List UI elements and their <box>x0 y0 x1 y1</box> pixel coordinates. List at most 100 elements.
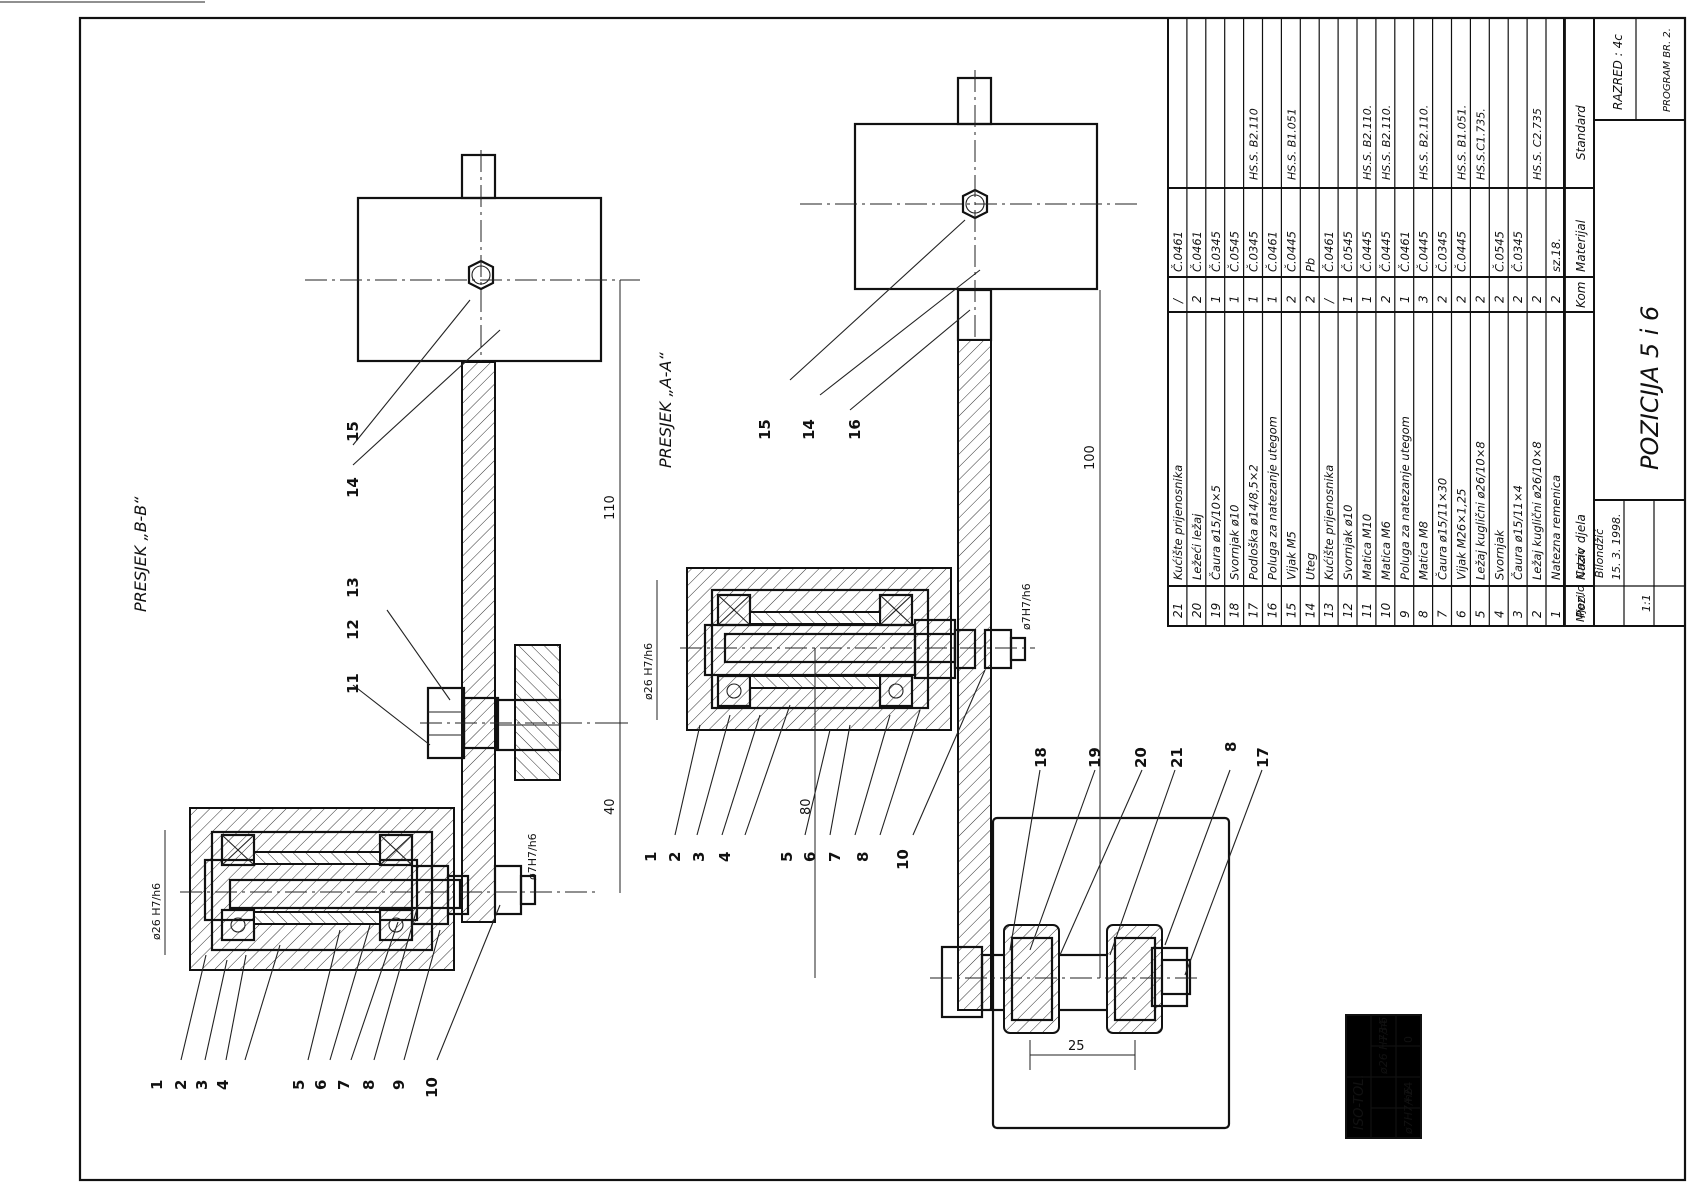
balloon-aa-2: 2 <box>666 852 684 862</box>
section-aa-view: PRESJEK „A-A“ <box>642 70 1272 1130</box>
part-qty: 2 <box>1511 295 1525 303</box>
part-standard: HS.S. B2.110. <box>1380 105 1393 180</box>
balloon-aa-21: 21 <box>1168 747 1186 768</box>
part-material: Č.0461 <box>1170 231 1185 272</box>
part-name: Kućište prijenosnika <box>1171 465 1185 580</box>
part-name: Natezna remenica <box>1549 475 1563 580</box>
balloon-bb-13: 13 <box>344 577 362 598</box>
part-standard: HS.S. B2.110 <box>1248 108 1261 180</box>
part-standard: HS.S.C1.735. <box>1474 108 1487 180</box>
balloon-aa-10: 10 <box>894 849 912 870</box>
section-bb-view: PRESJEK „B-B“ <box>131 150 640 1098</box>
dim-fit7-bb: ø7H7/h6 <box>526 833 539 880</box>
balloon-aa-20: 20 <box>1132 747 1150 768</box>
part-qty: 2 <box>1190 295 1204 303</box>
part-qty: 1 <box>1398 295 1412 303</box>
part-qty: 1 <box>1266 295 1280 303</box>
header-poz: Poz. <box>1574 593 1588 618</box>
part-qty: 2 <box>1455 295 1469 303</box>
part-qty: 2 <box>1492 295 1506 303</box>
part-qty: 2 <box>1284 295 1298 303</box>
part-standard: HS.S. C2.735 <box>1531 108 1544 180</box>
balloon-aa-1: 1 <box>642 852 660 862</box>
mjerilo-value: 1:1 <box>1640 594 1653 612</box>
balloon-aa-18: 18 <box>1032 747 1050 768</box>
part-material: Č.0545 <box>1491 231 1506 272</box>
iso-upper-1: +34 <box>1377 1020 1390 1043</box>
balloon-bb-14: 14 <box>344 477 362 498</box>
part-poz: 8 <box>1417 610 1431 618</box>
part-qty: 2 <box>1303 295 1317 303</box>
balloon-bb-6: 6 <box>312 1080 330 1090</box>
part-name: Čaura ø15/10×5 <box>1208 485 1223 580</box>
part-name: Svornjak ø10 <box>1341 505 1355 580</box>
part-qty: 2 <box>1379 295 1393 303</box>
section-aa-title: PRESJEK „A-A“ <box>656 352 675 468</box>
section-bb-title: PRESJEK „B-B“ <box>131 496 150 612</box>
balloon-aa-8b: 8 <box>1222 742 1240 752</box>
part-qty: 2 <box>1473 295 1487 303</box>
part-standard: HS.S. B2.110. <box>1418 105 1431 180</box>
part-material: Č.0445 <box>1359 231 1374 272</box>
part-material: Č.0445 <box>1454 231 1469 272</box>
part-material: Č.0445 <box>1378 231 1393 272</box>
part-poz: 15 <box>1284 603 1298 618</box>
balloon-aa-4: 4 <box>716 852 734 862</box>
part-material: Pb <box>1303 258 1317 272</box>
part-poz: 14 <box>1303 603 1317 618</box>
balloon-bb-12: 12 <box>344 619 362 640</box>
balloon-bb-3: 3 <box>193 1080 211 1090</box>
balloon-aa-3: 3 <box>690 852 708 862</box>
header-material: Materijal <box>1574 219 1588 272</box>
part-name: Matica M10 <box>1360 514 1374 580</box>
iso-fit-2: ø7H7/h6 <box>1402 1087 1415 1135</box>
balloon-bb-8: 8 <box>360 1080 378 1090</box>
part-material: Č.0461 <box>1321 231 1336 272</box>
balloon-bb-7: 7 <box>335 1080 353 1090</box>
balloon-aa-14: 14 <box>800 419 818 440</box>
part-poz: 21 <box>1171 603 1185 618</box>
balloon-aa-16: 16 <box>846 419 864 440</box>
part-name: Čaura ø15/11×30 <box>1435 478 1450 580</box>
part-poz: 1 <box>1549 610 1563 618</box>
razred: RAZRED : 4c <box>1611 34 1625 110</box>
balloon-bb-2: 2 <box>172 1080 190 1090</box>
part-qty: 1 <box>1209 295 1223 303</box>
part-name: Uteg <box>1303 553 1317 580</box>
balloon-aa-15: 15 <box>756 419 774 440</box>
balloon-bb-15: 15 <box>344 421 362 442</box>
iso-upper-2: +24 <box>1402 1082 1415 1105</box>
dim-40-bb: 40 <box>603 798 618 815</box>
part-poz: 20 <box>1190 602 1204 618</box>
balloon-aa-5: 5 <box>778 852 796 862</box>
part-poz: 19 <box>1209 603 1223 618</box>
part-poz: 5 <box>1473 610 1487 618</box>
part-name: Podloška ø14/8,5×2 <box>1247 464 1261 580</box>
balloon-bb-1: 1 <box>148 1080 166 1090</box>
part-name: Matica M8 <box>1417 521 1431 580</box>
part-name: Ležaj kuglični ø26/10×8 <box>1530 441 1544 580</box>
iso-tolerance-table: ISO-TOL. ø26 H7/h6 +34 ø7H7/h6 +24 0 <box>1345 1014 1422 1139</box>
part-name: Vijak M26×1,25 <box>1455 489 1469 580</box>
part-name: Poluga za natezanje utegom <box>1398 416 1412 580</box>
balloon-aa-17: 17 <box>1254 747 1272 768</box>
iso-fit-1: ø26 H7/h6 <box>1377 1017 1390 1075</box>
part-qty: / <box>1171 297 1185 304</box>
part-qty: 1 <box>1360 295 1374 303</box>
part-qty: 1 <box>1228 295 1242 303</box>
drawing-date: 15. 3. 1998. <box>1610 514 1623 580</box>
balloon-bb-4: 4 <box>214 1080 232 1090</box>
part-name: Kućište prijenosnika <box>1322 465 1336 580</box>
balloon-bb-5: 5 <box>290 1080 308 1090</box>
program: PROGRAM BR. 2. <box>1662 28 1673 112</box>
part-name: Svornjak <box>1492 529 1506 580</box>
part-material: Č.0461 <box>1265 231 1280 272</box>
balloon-bb-11: 11 <box>344 673 362 694</box>
dim-fit26-bb: ø26 H7/h6 <box>150 883 163 940</box>
balloon-aa-7: 7 <box>826 852 844 862</box>
part-poz: 10 <box>1379 602 1393 618</box>
crtao-label: Crtao <box>1574 548 1587 578</box>
dim-25-aa: 25 <box>1068 1039 1085 1054</box>
